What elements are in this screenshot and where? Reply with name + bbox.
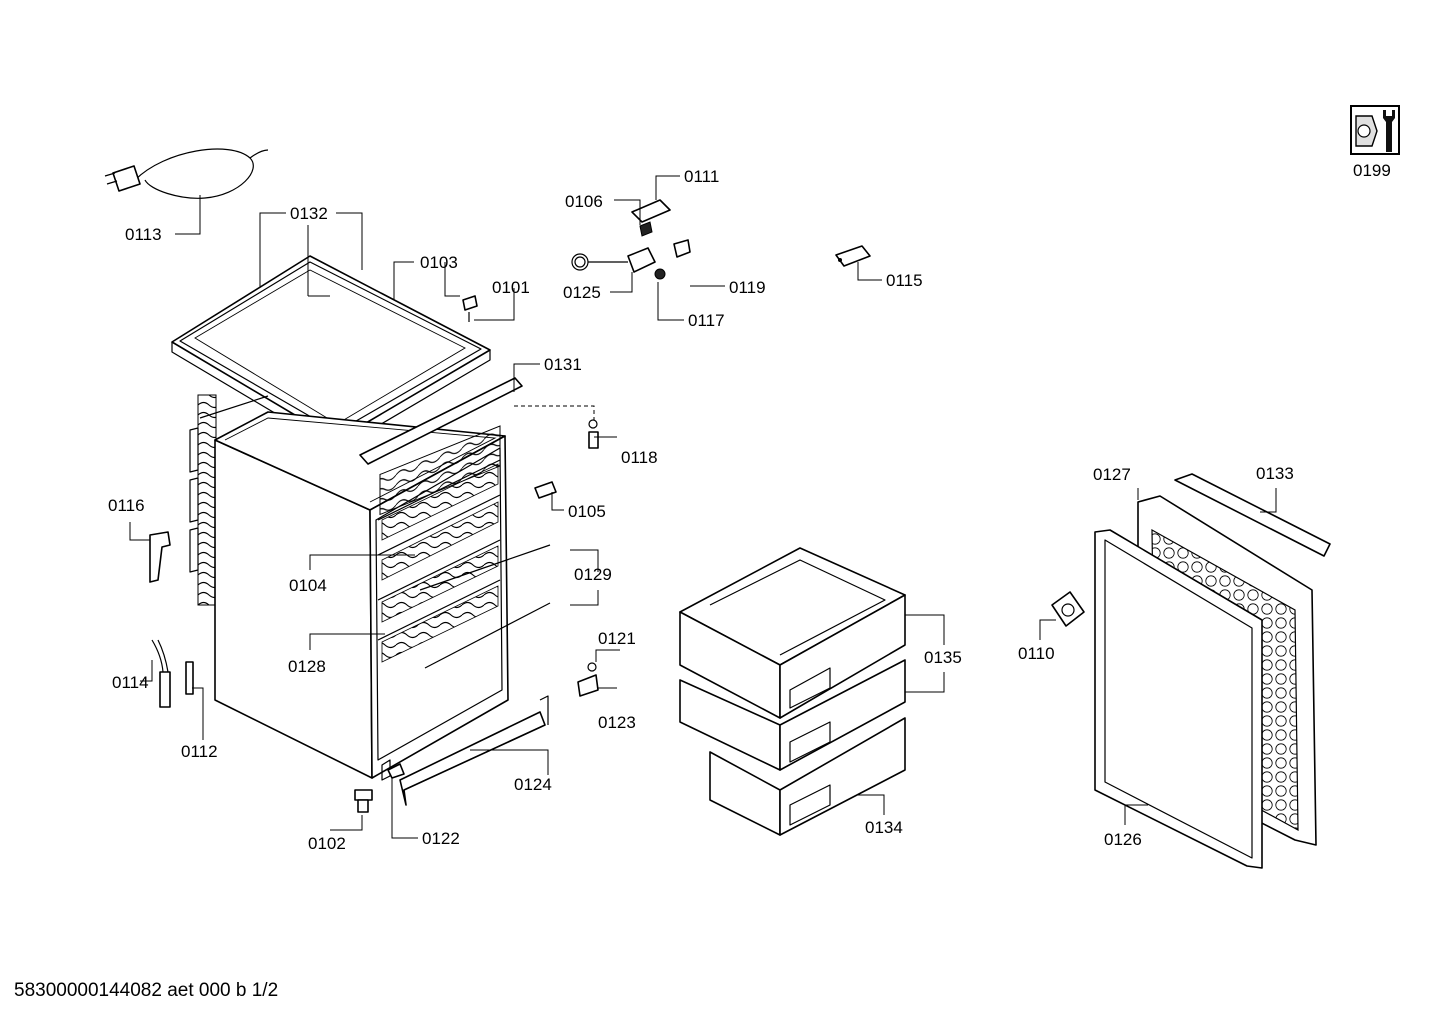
sensor-part-0114 [151, 639, 194, 708]
label-0121: 0121 [598, 629, 636, 648]
label-0131: 0131 [544, 355, 582, 374]
label-0104: 0104 [289, 576, 327, 595]
label-0124: 0124 [514, 775, 552, 794]
label-0135: 0135 [924, 648, 962, 667]
label-0101: 0101 [492, 278, 530, 297]
label-0114: 0114 [112, 673, 149, 692]
label-0126: 0126 [1104, 830, 1142, 849]
label-0127: 0127 [1093, 465, 1131, 484]
kickplate-parts [354, 695, 549, 813]
label-0105: 0105 [568, 502, 606, 521]
label-0132: 0132 [290, 204, 328, 223]
label-0119: 0119 [729, 278, 766, 297]
label-0123: 0123 [598, 713, 636, 732]
freezer-cabinet-part [189, 377, 551, 781]
label-0102: 0102 [308, 834, 346, 853]
label-0111: 0111 [684, 167, 719, 186]
label-0128: 0128 [288, 657, 326, 676]
label-0122: 0122 [422, 829, 460, 848]
handle-part-0116 [149, 531, 171, 583]
freezer-drawers-part [679, 547, 906, 836]
label-0118: 0118 [621, 448, 658, 467]
leader-lines [129, 175, 1277, 839]
control-knob-part-0110 [1051, 591, 1085, 627]
label-0110: 0110 [1018, 644, 1055, 663]
label-0199: 0199 [1353, 161, 1391, 180]
drawing-reference-code: 58300000144082 aet 000 b 1/2 [14, 980, 279, 1001]
label-0116: 0116 [108, 496, 145, 515]
screw-parts [462, 295, 599, 499]
door-hinge-part-0115 [835, 245, 871, 267]
label-0133: 0133 [1256, 464, 1294, 483]
power-cord-part [104, 148, 269, 199]
label-0106: 0106 [565, 192, 603, 211]
label-0113: 0113 [125, 225, 162, 244]
part-number-labels: 0113 0132 0103 0101 0106 0111 0125 0119 … [108, 161, 1391, 853]
freezer-door-part [1094, 473, 1331, 869]
label-0134: 0134 [865, 818, 903, 837]
label-0129: 0129 [574, 565, 612, 584]
label-0125: 0125 [563, 283, 601, 302]
thermostat-assembly [571, 199, 691, 280]
label-0117: 0117 [688, 311, 725, 330]
clip-part-0123 [577, 662, 599, 697]
label-0112: 0112 [181, 742, 218, 761]
label-0115: 0115 [886, 271, 923, 290]
label-0103: 0103 [420, 253, 458, 272]
service-wrench-icon [1350, 105, 1400, 155]
